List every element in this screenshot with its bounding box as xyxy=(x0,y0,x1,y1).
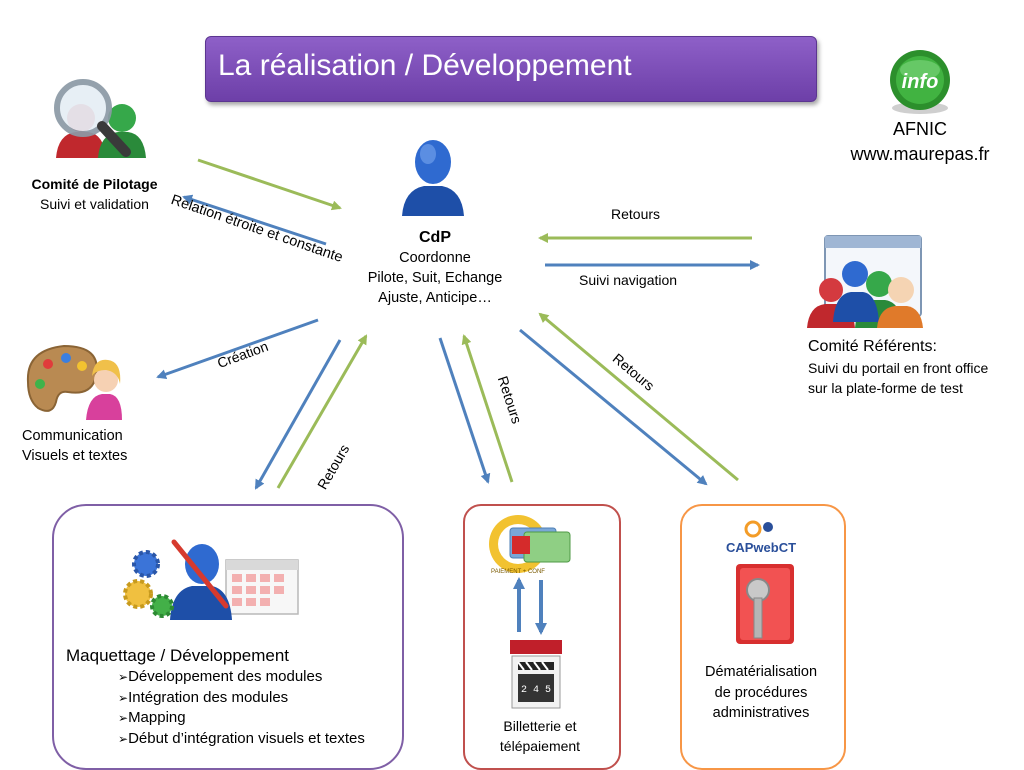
cdp-line-3: Ajuste, Anticipe… xyxy=(378,290,492,306)
comite-pilotage-subtitle: Suivi et validation xyxy=(40,196,149,212)
dematerialisation-text: Dématérialisation de procédures administ… xyxy=(690,662,832,724)
dematerialisation-line-2: de procédures xyxy=(714,684,808,701)
info-text: AFNIC www.maurepas.fr xyxy=(830,117,1010,167)
arrow-creation xyxy=(156,318,319,380)
list-item: Développement des modules xyxy=(118,667,365,688)
folder-key-icon xyxy=(730,560,800,646)
comite-pilotage-icon xyxy=(48,78,148,162)
maquettage-list: Développement des modules Intégration de… xyxy=(118,667,365,749)
arrow-cdp-from-pilotage xyxy=(197,158,342,211)
info-badge: info xyxy=(880,50,966,116)
label-suivi-navigation: Suivi navigation xyxy=(579,272,678,288)
arrow-cdp-to-maquettage xyxy=(254,339,342,490)
info-icon: info xyxy=(890,50,950,114)
cdp-line-2: Pilote, Suit, Echange xyxy=(367,270,503,286)
comite-referents-line-1: Suivi du portail en front office xyxy=(808,360,989,376)
capwebct-logo-icon xyxy=(744,518,780,540)
page-title: La réalisation / Développement xyxy=(218,49,632,82)
billetterie-line-2: télépaiement xyxy=(499,738,581,754)
maquettage-title: Maquettage / Développement xyxy=(66,646,290,665)
dematerialisation-line-3: administratives xyxy=(712,705,810,721)
info-url: www.maurepas.fr xyxy=(850,144,990,164)
arrow-cdp-to-pilotage xyxy=(182,194,327,246)
list-item: Mapping xyxy=(118,708,365,729)
arrow-retours-from-billetterie xyxy=(461,334,514,483)
capwebct-logo-text: CAPwebCT xyxy=(725,540,797,555)
communication-text: Communication Visuels et textes xyxy=(22,426,172,466)
dematerialisation-line-1: Dématérialisation xyxy=(704,664,818,680)
info-icon-label: info xyxy=(902,71,939,93)
billetterie-line-1: Billetterie et xyxy=(503,718,577,734)
list-item: Intégration des modules xyxy=(118,688,365,709)
label-retours-top: Retours xyxy=(611,206,661,222)
list-item: Début d’intégration visuels et textes xyxy=(118,729,365,750)
arrow-retours-from-dematerialisation xyxy=(538,312,739,482)
arrow-cdp-to-dematerialisation xyxy=(519,328,708,486)
info-org: AFNIC xyxy=(893,119,947,139)
cdp-line-1: Coordonne xyxy=(399,250,471,266)
payment-badge-text: PAIEMENT + CONF xyxy=(491,569,545,575)
communication-line-2: Visuels et textes xyxy=(22,448,128,464)
communication-line-1: Communication xyxy=(22,428,123,444)
comite-pilotage-title: Comité de Pilotage xyxy=(31,176,158,192)
arrow-retours-from-maquettage xyxy=(276,334,368,489)
cdp-text: CdP Coordonne Pilote, Suit, Echange Ajus… xyxy=(345,228,525,308)
comite-referents-icon xyxy=(805,232,925,330)
palette-icon xyxy=(22,336,122,420)
comite-referents-text: Comité Référents: Suivi du portail en fr… xyxy=(808,336,1024,398)
cdp-person-icon xyxy=(398,132,468,218)
arrow-cdp-to-billetterie xyxy=(438,337,491,484)
ticket-number: 2 4 5 xyxy=(521,685,551,696)
cdp-title: CdP xyxy=(419,229,451,246)
payment-icon: PAIEMENT + CONF xyxy=(488,512,578,576)
title-bar: La réalisation / Développement xyxy=(205,36,817,102)
maquettage-icon xyxy=(122,536,302,620)
comite-pilotage-text: Comité de Pilotage Suivi et validation xyxy=(22,174,167,214)
billetterie-text: Billetterie et télépaiement xyxy=(480,716,600,756)
comite-referents-title: Comité Référents: xyxy=(808,338,937,355)
comite-referents-line-2: sur la plate-forme de test xyxy=(808,380,963,396)
ticket-icon: 2 4 5 xyxy=(510,640,562,710)
